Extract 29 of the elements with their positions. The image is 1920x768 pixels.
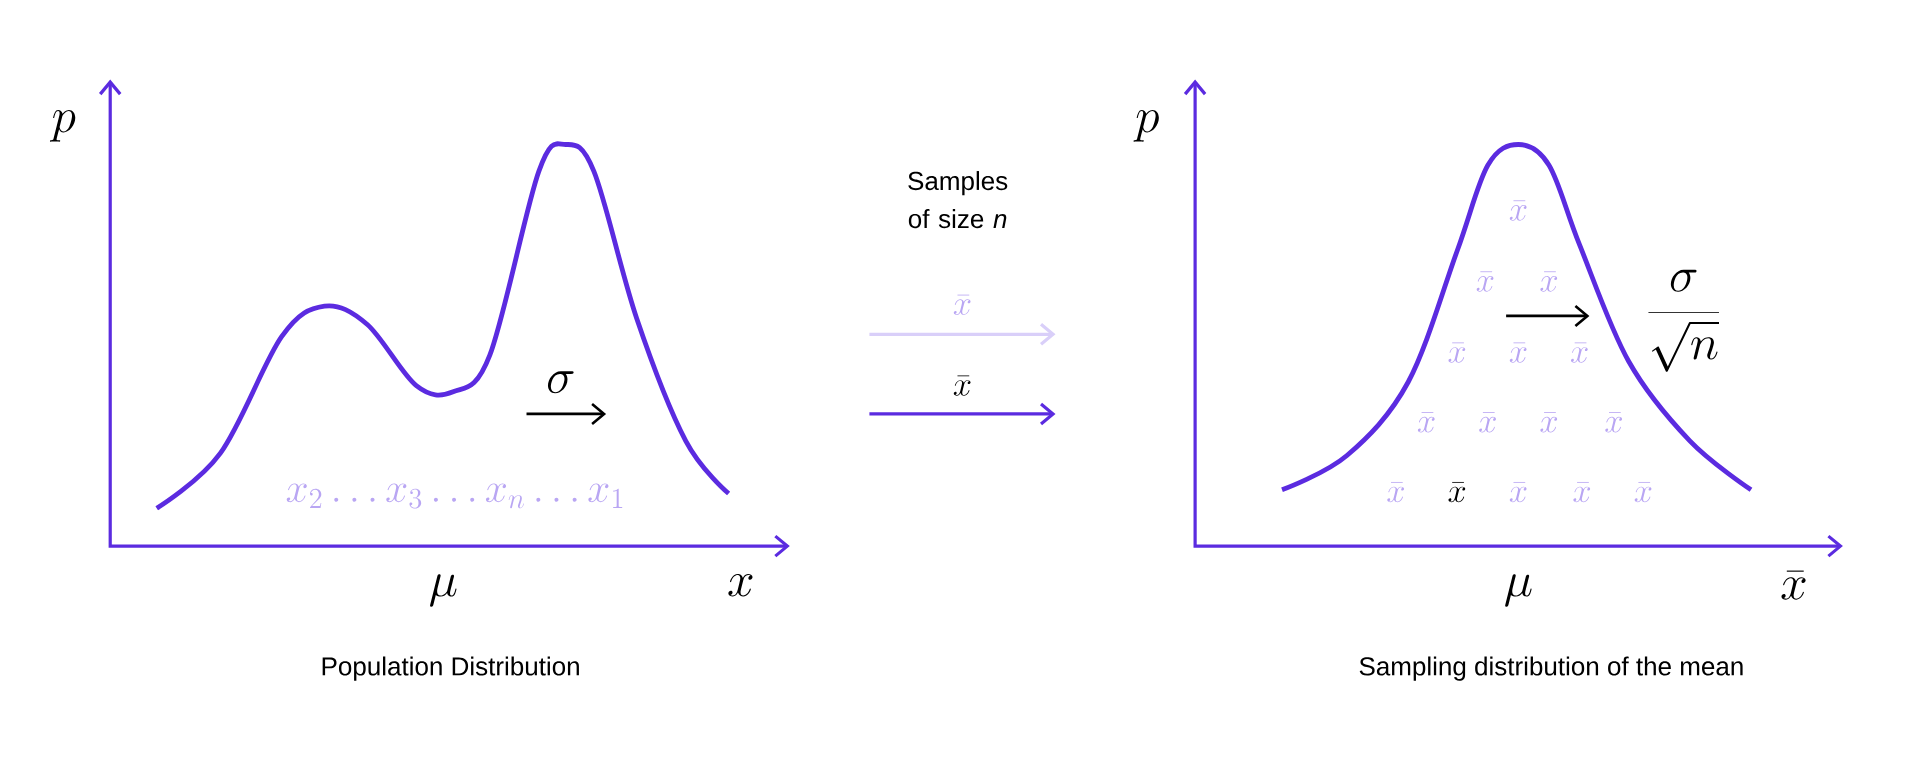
math-label: $\bar{x}$ <box>1540 412 1558 433</box>
math-label: $\bar{x}$ <box>1605 412 1623 433</box>
math-label: $p$ <box>49 110 76 142</box>
math-label: $\bar{x}$ <box>1448 481 1466 503</box>
math-label: $\frac{\sigma}{\sqrt{n}}$ <box>1648 269 1719 372</box>
math-label: $x$ <box>728 574 753 597</box>
math-label: $\bar{x}$ <box>1479 412 1496 433</box>
math-label: $\bar{x}$ <box>1509 481 1527 503</box>
math-label: $\bar{x}$ <box>1509 342 1527 363</box>
math-label: $p$ <box>1133 110 1159 142</box>
math-label: $\bar{x}$ <box>1387 481 1405 503</box>
math-label: $x_2 \ldots x_3 \ldots x_n \ldots x_1$ <box>286 483 623 509</box>
math-label: $\bar{x}$ <box>1540 271 1558 292</box>
caption: Sampling distribution of the mean <box>1359 656 1743 681</box>
math-label: $\mu$ <box>430 574 457 607</box>
math-label: $\bar{x}$ <box>1570 342 1588 363</box>
math-label: $\bar{x}$ <box>1448 342 1466 363</box>
caption: Population Distribution <box>322 656 579 681</box>
math-label: $\bar{x}$ <box>1509 200 1527 221</box>
math-label: $\bar{x}$ <box>1476 271 1494 292</box>
math-label: $\bar{x}$ <box>1781 570 1806 600</box>
math-label: $\sigma$ <box>547 371 574 394</box>
math-label: $\bar{x}$ <box>1573 481 1591 503</box>
math-label: $\bar{x}$ <box>953 375 971 396</box>
math-label: $\bar{x}$ <box>1417 412 1435 433</box>
math-label: $\bar{x}$ <box>1634 481 1652 503</box>
math-label: $\bar{x}$ <box>953 294 971 315</box>
note: Samples of size n <box>908 171 1008 229</box>
math-label: $\mu$ <box>1505 574 1532 607</box>
